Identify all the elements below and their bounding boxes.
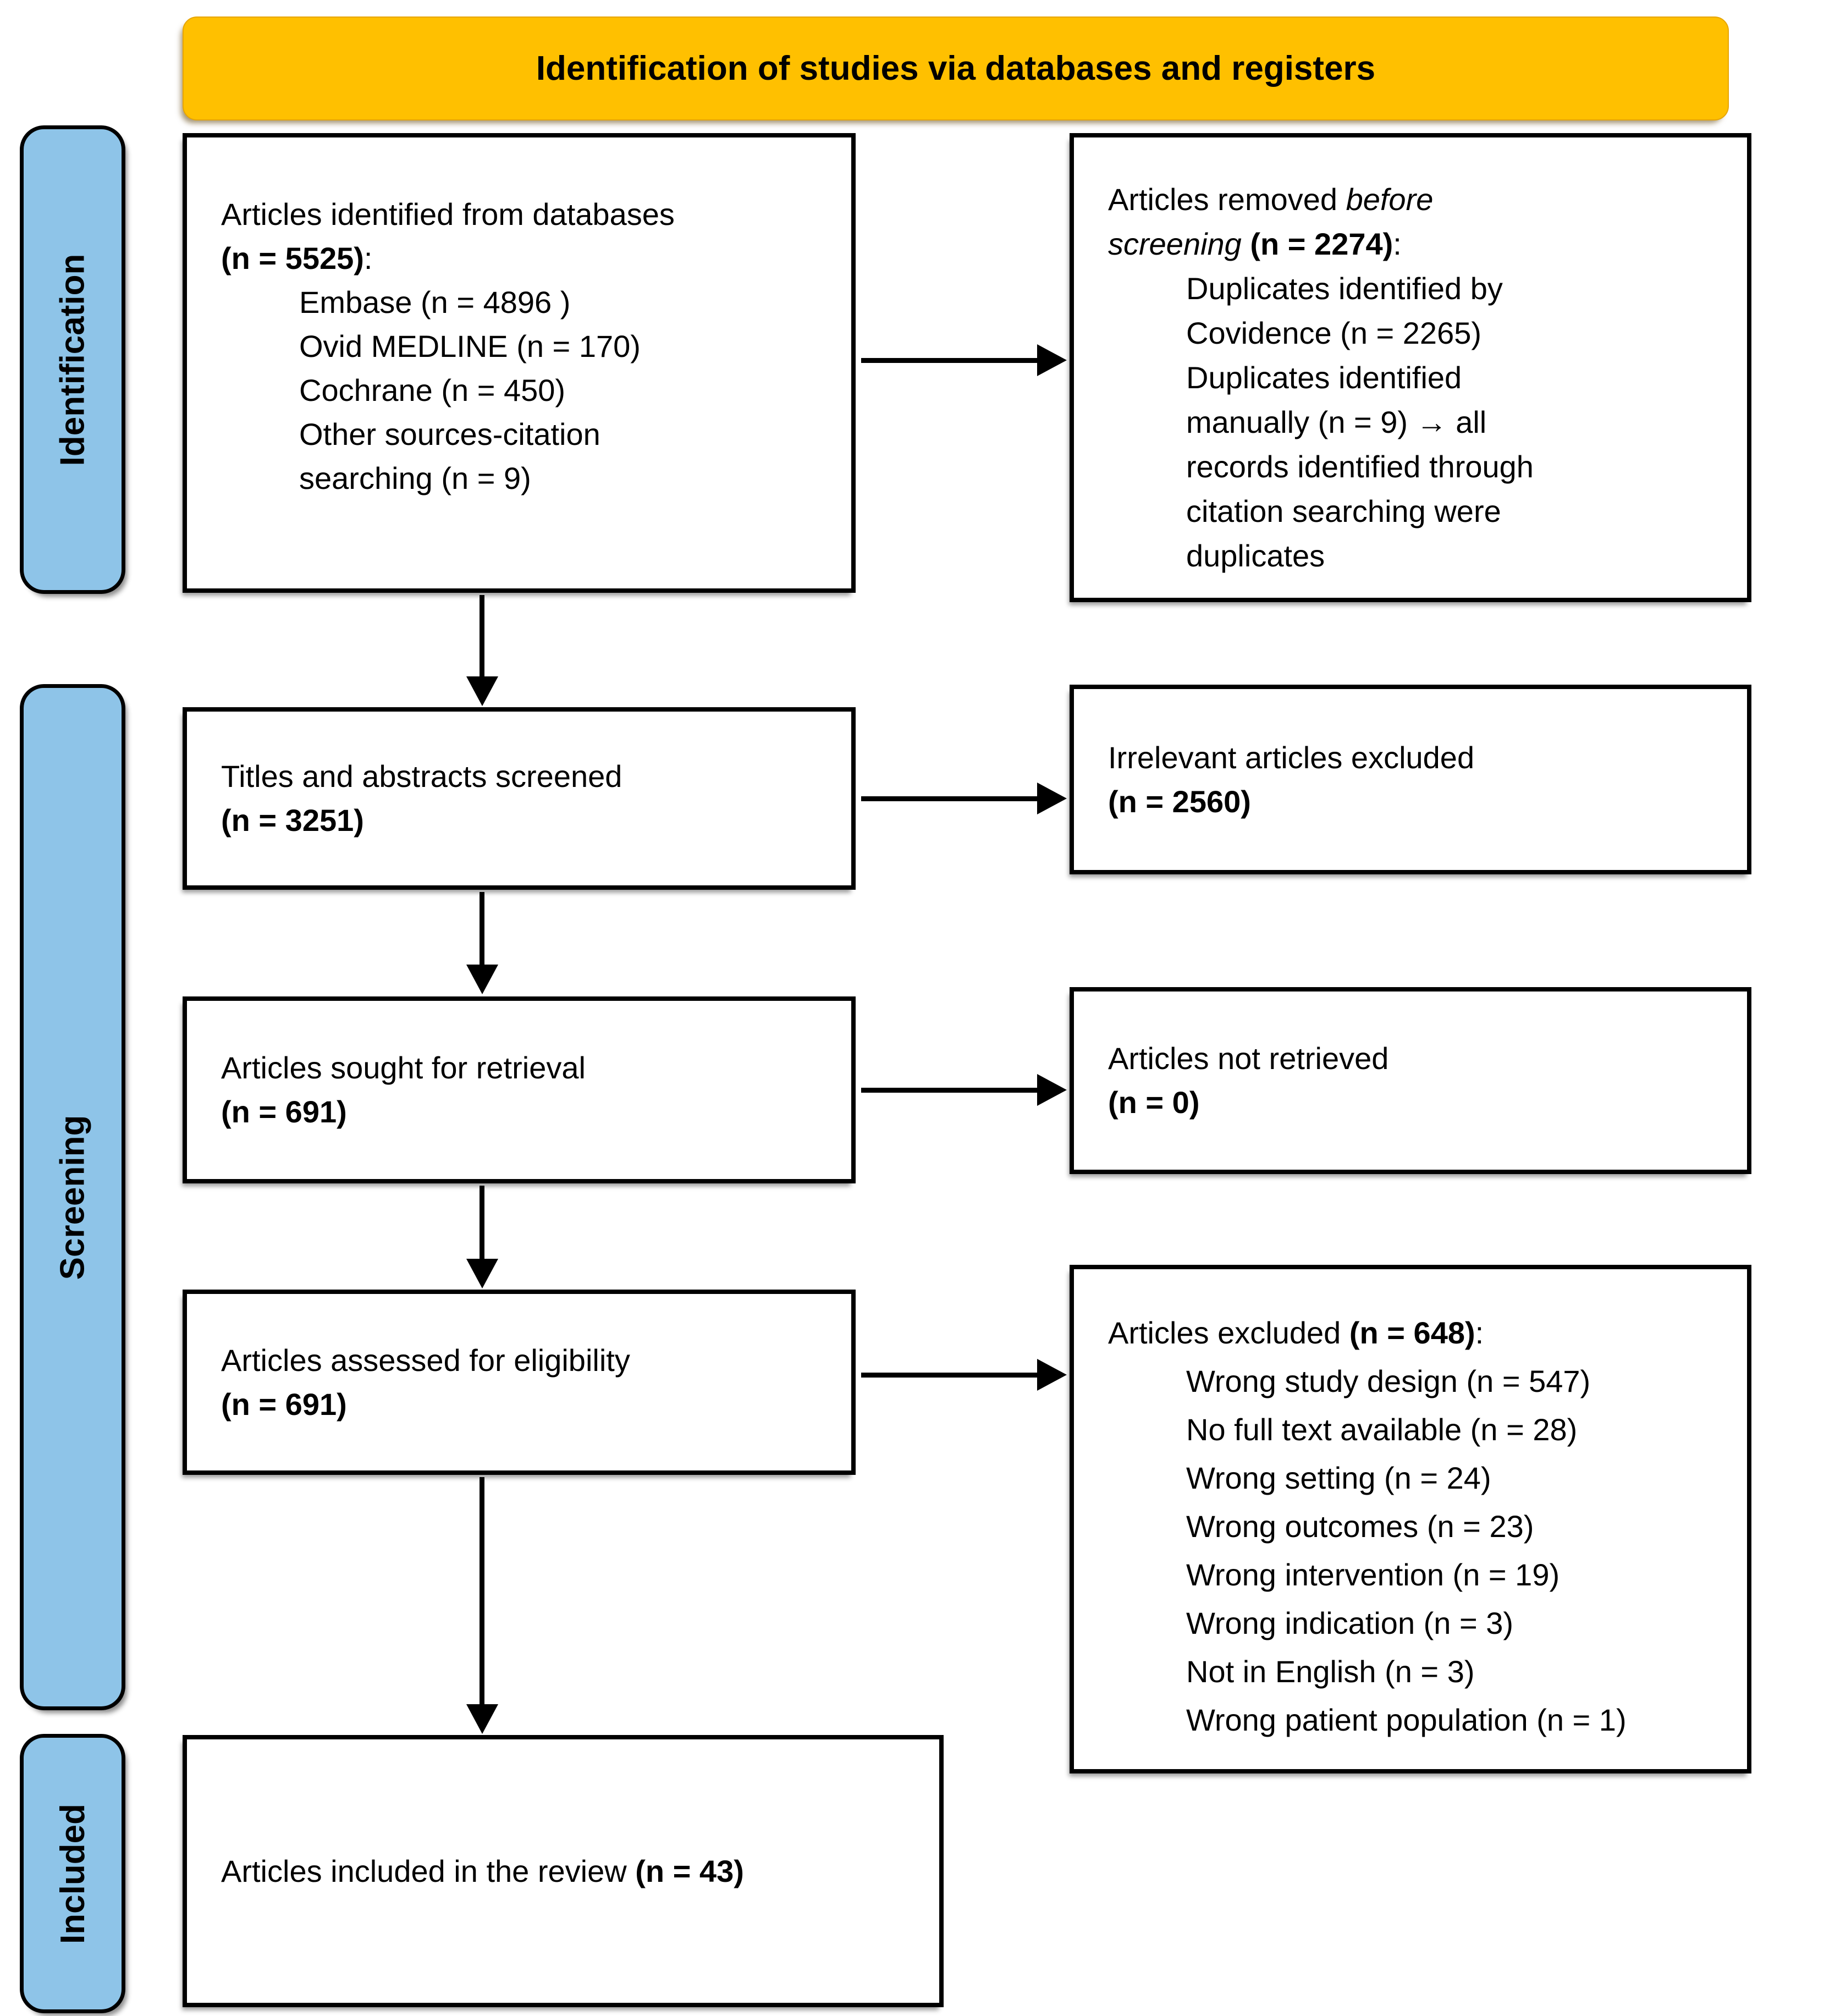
arrow-shaft <box>480 595 484 677</box>
box-articles-identified: Articles identified from databases(n = 5… <box>183 133 856 593</box>
stage-label-screening: Screening <box>20 684 125 1710</box>
box-articles-not-retrieved: Articles not retrieved(n = 0) <box>1070 987 1751 1174</box>
stage-label-included-text: Included <box>53 1803 92 1944</box>
arrow-shaft <box>861 358 1038 363</box>
arrow-shaft <box>861 1088 1038 1093</box>
box-articles-assessed-eligibility-text: Articles assessed for eligibility(n = 69… <box>221 1342 630 1422</box>
banner-identification-of-studies: Identification of studies via databases … <box>183 16 1729 120</box>
box-articles-sought-retrieval: Articles sought for retrieval(n = 691) <box>183 996 856 1183</box>
arrow-head-right-icon <box>1037 1359 1067 1391</box>
box-articles-excluded-text: Articles excluded (n = 648):Wrong study … <box>1108 1315 1627 1737</box>
stage-label-screening-text: Screening <box>53 1115 92 1280</box>
stage-label-identification: Identification <box>20 125 125 594</box>
box-articles-sought-retrieval-text: Articles sought for retrieval(n = 691) <box>221 1050 586 1129</box>
arrow-head-down-icon <box>466 1259 498 1288</box>
banner-title: Identification of studies via databases … <box>536 49 1376 87</box>
stage-label-identification-text: Identification <box>53 254 92 466</box>
stage-label-included: Included <box>20 1734 125 2013</box>
arrow-shaft <box>480 892 484 966</box>
arrow-head-right-icon <box>1037 1074 1067 1106</box>
arrow-shaft <box>480 1186 484 1260</box>
box-articles-excluded: Articles excluded (n = 648):Wrong study … <box>1070 1265 1751 1773</box>
arrow-head-down-icon <box>466 965 498 994</box>
box-titles-abstracts-screened: Titles and abstracts screened(n = 3251) <box>183 707 856 890</box>
arrow-shaft <box>480 1477 484 1705</box>
arrow-shaft <box>861 796 1038 801</box>
arrow-head-down-icon <box>466 676 498 706</box>
box-articles-assessed-eligibility: Articles assessed for eligibility(n = 69… <box>183 1290 856 1475</box>
box-irrelevant-articles-excluded-text: Irrelevant articles excluded(n = 2560) <box>1108 740 1475 819</box>
box-articles-included-review-text: Articles included in the review (n = 43) <box>221 1853 744 1888</box>
arrow-head-right-icon <box>1037 783 1067 814</box>
arrow-head-down-icon <box>466 1704 498 1734</box>
box-titles-abstracts-screened-text: Titles and abstracts screened(n = 3251) <box>221 759 622 838</box>
arrow-shaft <box>861 1373 1038 1378</box>
box-articles-identified-text: Articles identified from databases(n = 5… <box>221 197 675 495</box>
box-irrelevant-articles-excluded: Irrelevant articles excluded(n = 2560) <box>1070 685 1751 874</box>
arrow-head-right-icon <box>1037 344 1067 376</box>
box-articles-included-review: Articles included in the review (n = 43) <box>183 1735 944 2007</box>
box-articles-not-retrieved-text: Articles not retrieved(n = 0) <box>1108 1041 1389 1120</box>
